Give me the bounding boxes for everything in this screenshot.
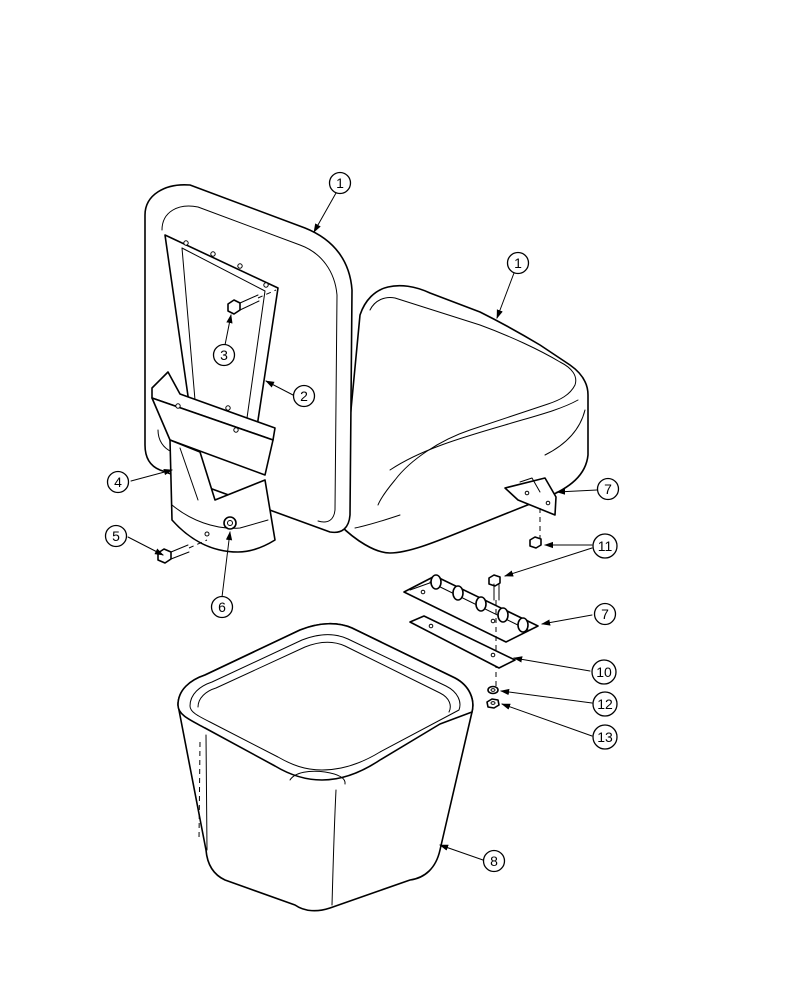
callout-label: 13 — [597, 729, 613, 745]
storage-bin — [177, 622, 474, 912]
callout-label: 12 — [597, 696, 613, 712]
callout-label: 3 — [220, 347, 228, 363]
callout-label: 5 — [112, 528, 120, 544]
seat-hinge-upper — [504, 477, 557, 549]
callout-3: 3 — [212, 343, 236, 367]
callout-4: 4 — [106, 470, 130, 494]
leader-lines — [127, 192, 598, 861]
mounting-bracket — [151, 371, 276, 553]
callout-7b: 7 — [593, 602, 617, 626]
callout-12: 12 — [592, 691, 618, 717]
callout-1a: 1 — [328, 171, 352, 195]
bolt-5-icon — [157, 539, 208, 564]
callout-11: 11 — [592, 533, 618, 559]
callout-label: 7 — [604, 481, 612, 497]
callout-7a: 7 — [596, 477, 620, 501]
nut-icon — [486, 698, 500, 709]
callout-1b: 1 — [506, 251, 530, 275]
hinge-assembly — [403, 574, 539, 690]
callout-label: 1 — [514, 255, 522, 271]
callout-label: 4 — [114, 474, 122, 490]
callout-label: 10 — [596, 664, 612, 680]
callout-5: 5 — [104, 524, 128, 548]
callout-label: 8 — [490, 853, 498, 869]
callout-label: 6 — [218, 599, 226, 615]
callout-8: 8 — [482, 849, 506, 873]
callout-label: 7 — [601, 606, 609, 622]
bolt-3-icon — [227, 289, 277, 315]
callout-label: 2 — [300, 388, 308, 404]
callout-label: 11 — [598, 538, 613, 554]
callout-2: 2 — [292, 384, 316, 408]
callout-label: 1 — [336, 175, 344, 191]
washer-icon — [487, 685, 499, 695]
callout-10: 10 — [591, 659, 617, 685]
callout-6: 6 — [210, 595, 234, 619]
callout-13: 13 — [592, 724, 618, 750]
